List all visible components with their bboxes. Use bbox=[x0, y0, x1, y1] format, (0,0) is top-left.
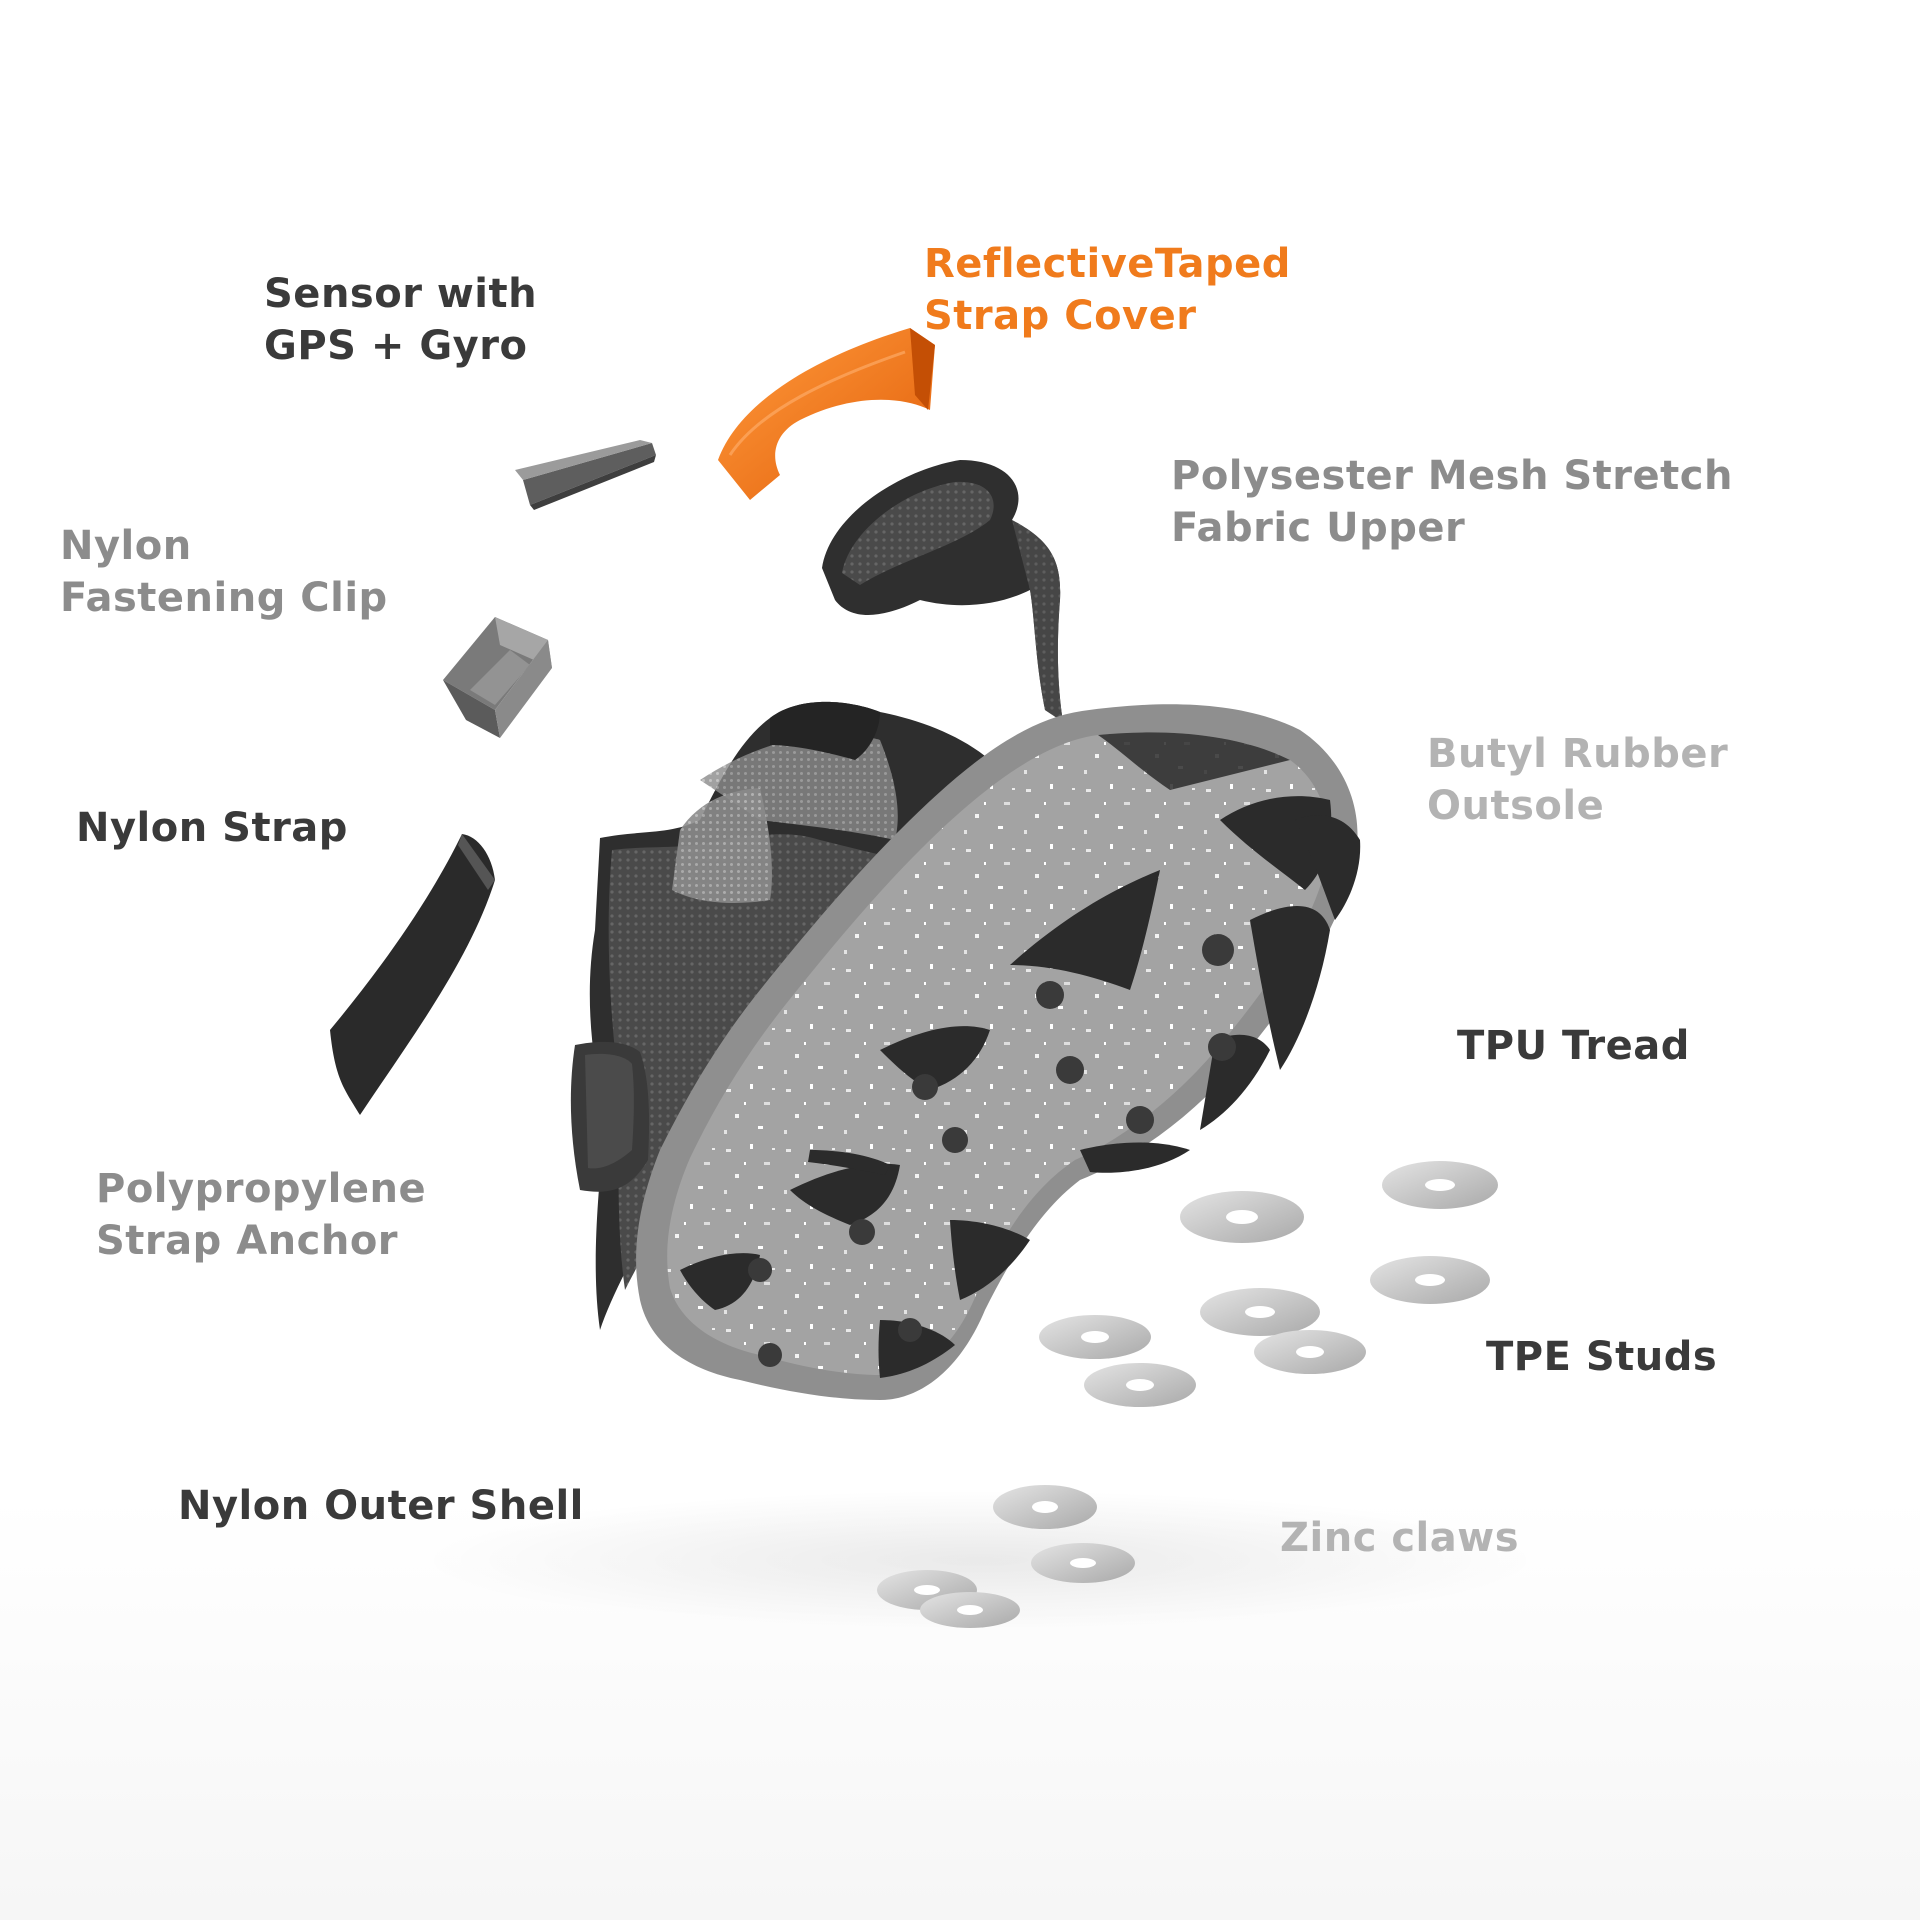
label-zinc-line1: Zinc claws bbox=[1280, 1515, 1520, 1561]
nylon-strap-part bbox=[330, 834, 495, 1115]
label-strap-line1: Nylon Strap bbox=[76, 805, 348, 851]
claw bbox=[993, 1485, 1097, 1529]
fastening-clip-part bbox=[443, 617, 552, 738]
label-shell: Nylon Outer Shell bbox=[178, 1480, 584, 1532]
label-anchor-line1: Polypropylene bbox=[96, 1166, 427, 1212]
tpe-studs-group bbox=[1039, 1161, 1498, 1407]
label-strap: Nylon Strap bbox=[76, 802, 348, 854]
stud bbox=[1039, 1315, 1151, 1359]
reflective-strap-cover-part bbox=[718, 328, 935, 500]
label-sensor: Sensor with GPS + Gyro bbox=[264, 268, 537, 372]
sensor-part bbox=[515, 440, 656, 510]
claw bbox=[920, 1592, 1020, 1628]
label-butyl-line2: Outsole bbox=[1427, 783, 1605, 829]
label-clip-line1: Nylon bbox=[60, 523, 192, 569]
stud bbox=[1382, 1161, 1498, 1209]
stud bbox=[1084, 1363, 1196, 1407]
label-anchor: Polypropylene Strap Anchor bbox=[96, 1163, 426, 1267]
label-butyl-line1: Butyl Rubber bbox=[1427, 731, 1729, 777]
claw bbox=[1031, 1543, 1135, 1583]
label-sensor-line2: GPS + Gyro bbox=[264, 323, 528, 369]
label-mesh-line1: Polysester Mesh Stretch bbox=[1171, 453, 1733, 499]
label-anchor-line2: Strap Anchor bbox=[96, 1218, 399, 1264]
label-zinc: Zinc claws bbox=[1280, 1512, 1519, 1564]
label-studs: TPE Studs bbox=[1486, 1331, 1717, 1383]
label-clip-line2: Fastening Clip bbox=[60, 575, 388, 621]
label-clip: Nylon Fastening Clip bbox=[60, 520, 388, 624]
tpu-tread bbox=[680, 796, 1361, 1378]
stud bbox=[1370, 1256, 1490, 1304]
label-reflective: ReflectiveTaped Strap Cover bbox=[924, 238, 1291, 342]
floor-shadow bbox=[420, 1490, 1540, 1630]
stud bbox=[1180, 1191, 1304, 1243]
label-studs-line1: TPE Studs bbox=[1486, 1334, 1718, 1380]
zinc-claws-group bbox=[877, 1485, 1135, 1628]
label-tpu-line1: TPU Tread bbox=[1457, 1023, 1690, 1069]
label-shell-line1: Nylon Outer Shell bbox=[178, 1483, 584, 1529]
label-mesh: Polysester Mesh Stretch Fabric Upper bbox=[1171, 450, 1733, 554]
label-reflective-line1: ReflectiveTaped bbox=[924, 241, 1291, 287]
label-tpu: TPU Tread bbox=[1457, 1020, 1690, 1072]
mesh-fabric-upper-part bbox=[822, 460, 1063, 722]
label-butyl: Butyl Rubber Outsole bbox=[1427, 728, 1728, 832]
stud bbox=[1254, 1330, 1366, 1374]
sole-studs bbox=[748, 934, 1236, 1367]
label-mesh-line2: Fabric Upper bbox=[1171, 505, 1466, 551]
stud bbox=[1200, 1288, 1320, 1336]
label-reflective-line2: Strap Cover bbox=[924, 293, 1197, 339]
label-sensor-line1: Sensor with bbox=[264, 271, 538, 317]
